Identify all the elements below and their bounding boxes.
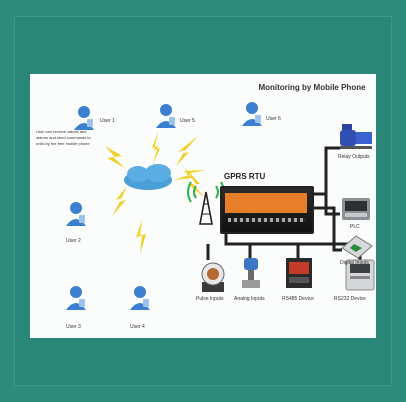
gprs-rtu-label: GPRS RTU xyxy=(224,172,266,181)
digital-inputs-icon xyxy=(341,235,373,259)
label-pulse-inputs: Pulse Inputs xyxy=(196,296,224,302)
label-user1: User 1 xyxy=(100,118,115,124)
analog-transmitter-icon xyxy=(242,258,260,288)
label-user2: User 2 xyxy=(66,238,81,244)
rs485-meter-icon xyxy=(286,258,312,288)
label-user4: User 4 xyxy=(130,324,145,330)
cloud-icon xyxy=(124,164,172,190)
rtu-screen xyxy=(225,193,307,213)
label-user3: User 3 xyxy=(66,324,81,330)
diagram-card: Monitoring by Mobile Phone User can rece… xyxy=(30,74,376,338)
label-digital-inputs: Digital Inputs xyxy=(340,260,369,266)
pulse-meter-icon xyxy=(201,262,225,292)
rtu-terminals xyxy=(228,218,306,222)
diagram-note: User can receive values and alarms and s… xyxy=(36,129,91,146)
label-rs232-device: RS232 Device xyxy=(334,296,366,302)
diagram-graphics xyxy=(66,102,375,310)
pump-icon xyxy=(340,124,372,149)
label-user5: User 5 xyxy=(180,118,195,124)
label-plc: PLC xyxy=(350,224,360,230)
plc-icon xyxy=(342,198,370,220)
gprs-rtu-device xyxy=(220,186,314,234)
rs232-device-icon xyxy=(345,259,375,291)
lightning-bolt-icon xyxy=(105,132,206,254)
label-relay-outputs: Relay Outputs xyxy=(338,154,370,160)
label-rs485-device: RS485 Device xyxy=(282,296,314,302)
label-analog-inputs: Analog Inputs xyxy=(234,296,265,302)
label-user6: User 6 xyxy=(266,116,281,122)
user-icon xyxy=(66,102,262,310)
diagram-title: Monitoring by Mobile Phone xyxy=(258,83,366,92)
